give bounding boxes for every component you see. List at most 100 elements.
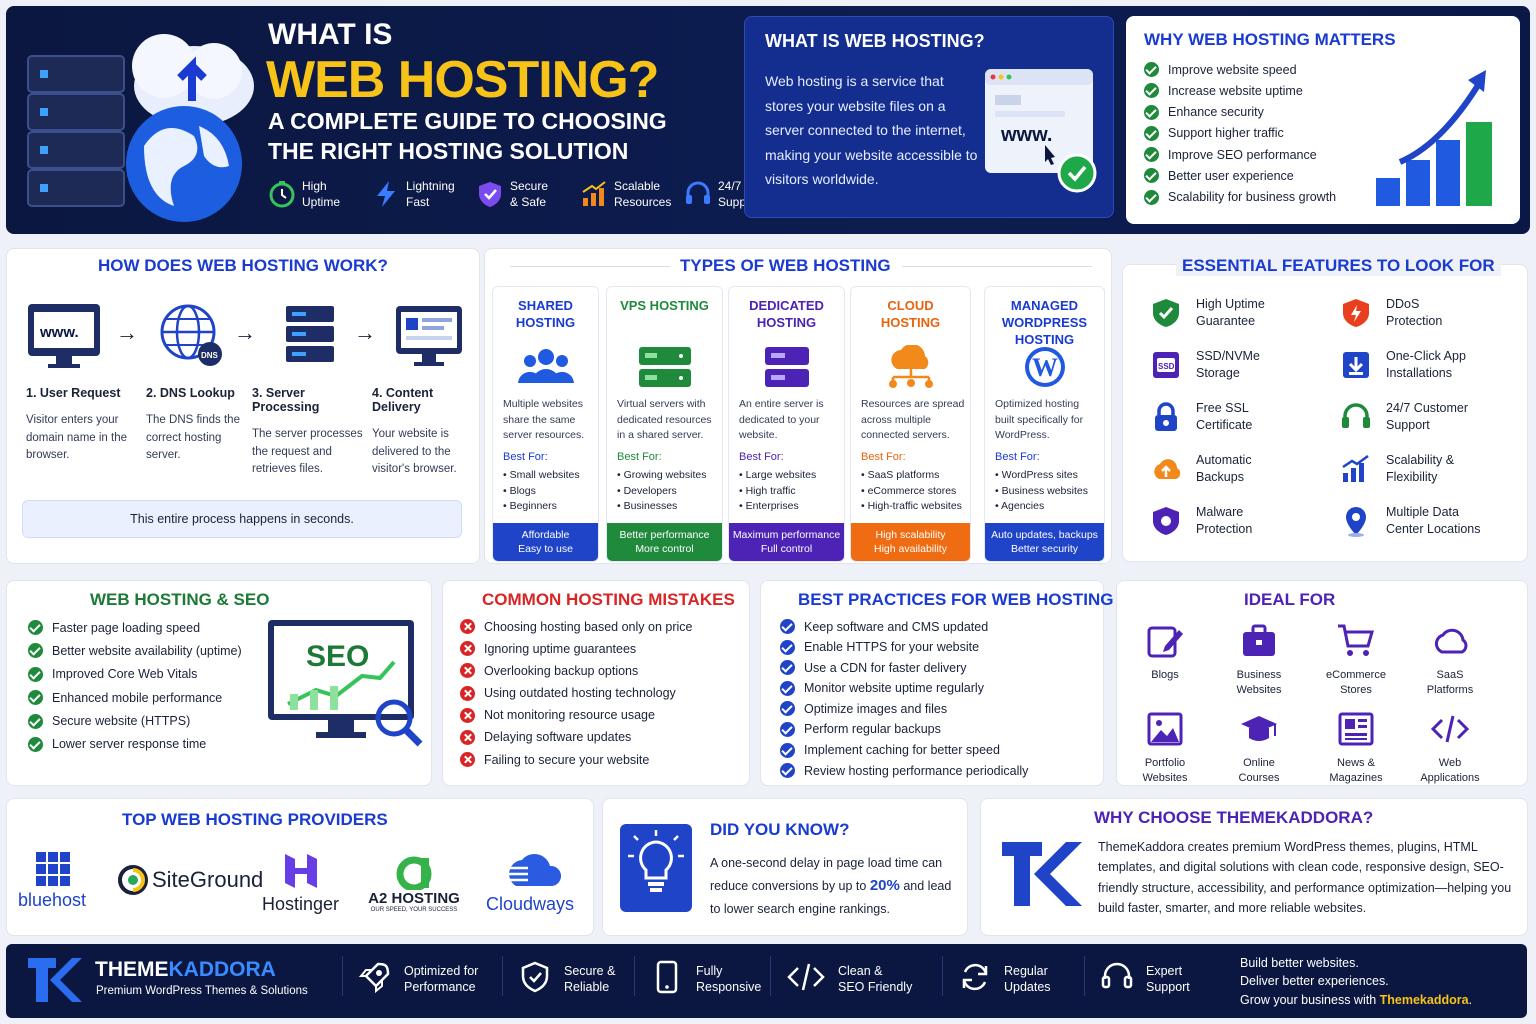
providers-card bbox=[6, 798, 594, 936]
footer-cta: Build better websites. Deliver better ex… bbox=[1240, 956, 1473, 1007]
code-icon bbox=[786, 960, 826, 999]
svg-text:www.: www. bbox=[39, 324, 79, 341]
provider-a2hosting[interactable]: A2 HOSTING OUR SPEED, YOUR SUCCESS bbox=[366, 852, 462, 913]
content-monitor-icon bbox=[396, 306, 462, 366]
check-icon bbox=[1144, 168, 1159, 184]
svg-text:DNS: DNS bbox=[201, 351, 219, 360]
cloudways-logo-icon bbox=[500, 853, 562, 886]
footer-divider bbox=[1084, 956, 1085, 996]
check-icon bbox=[780, 680, 795, 696]
provider-hostinger[interactable]: Hostinger bbox=[262, 852, 339, 915]
list-item: Overlooking backup options bbox=[460, 663, 692, 679]
list-item: Faster page loading speed bbox=[28, 620, 242, 635]
list-item: Choosing hosting based only on price bbox=[460, 619, 692, 634]
www-monitor-icon: www. bbox=[28, 304, 100, 368]
feature-item: Scalability &Flexibility bbox=[1340, 452, 1454, 486]
why-matters-title: WHY WEB HOSTING MATTERS bbox=[1144, 30, 1396, 49]
title-divider-left bbox=[510, 266, 670, 267]
what-is-title: WHAT IS WEB HOSTING? bbox=[765, 31, 985, 51]
list-item: Improved Core Web Vitals bbox=[28, 666, 242, 682]
dedicated-server-icon bbox=[729, 345, 844, 394]
features-title: ESSENTIAL FEATURES TO LOOK FOR bbox=[1176, 256, 1501, 276]
why-matters-box: WHY WEB HOSTING MATTERS Improve website … bbox=[1126, 16, 1520, 224]
why-choose-card bbox=[980, 798, 1528, 936]
x-mark-icon bbox=[460, 729, 475, 745]
rocket-icon bbox=[358, 960, 392, 999]
mistakes-title: COMMON HOSTING MISTAKES bbox=[482, 590, 735, 609]
list-item: Failing to secure your website bbox=[460, 752, 692, 768]
cloud-network-icon bbox=[851, 343, 970, 394]
check-icon bbox=[1144, 147, 1159, 163]
hero-subtitle-line2: THE RIGHT HOSTING SOLUTION bbox=[268, 138, 629, 164]
seo-title: WEB HOSTING & SEO bbox=[90, 590, 270, 609]
themekaddora-logo-icon bbox=[1002, 842, 1082, 906]
download-icon bbox=[1340, 349, 1372, 381]
x-mark-icon bbox=[460, 663, 475, 679]
title-divider-right bbox=[902, 266, 1092, 267]
list-item: Use a CDN for faster delivery bbox=[780, 660, 1028, 676]
why-choose-title: WHY CHOOSE THEMEKADDORA? bbox=[1094, 808, 1374, 827]
how-it-works-title: HOW DOES WEB HOSTING WORK? bbox=[98, 256, 388, 275]
bluehost-logo-icon bbox=[36, 852, 70, 886]
blog-edit-icon bbox=[1125, 622, 1205, 660]
headset-icon bbox=[1340, 401, 1372, 433]
footer-divider bbox=[342, 956, 343, 996]
ideal-item: Blogs bbox=[1125, 622, 1205, 683]
siteground-logo-icon bbox=[118, 865, 148, 895]
wordpress-icon: W bbox=[985, 345, 1104, 394]
lightning-icon bbox=[377, 181, 395, 207]
footer-feature: Clean &SEO Friendly bbox=[770, 956, 912, 999]
vps-server-icon bbox=[607, 345, 722, 394]
hero-subtitle: A COMPLETE GUIDE TO CHOOSING THE RIGHT H… bbox=[268, 106, 668, 166]
list-item: Improve SEO performance bbox=[1144, 147, 1336, 163]
types-title: TYPES OF WEB HOSTING bbox=[680, 256, 891, 275]
check-icon bbox=[28, 736, 43, 752]
arrow-icon: → bbox=[234, 320, 256, 345]
check-icon bbox=[28, 666, 43, 682]
check-icon bbox=[1144, 104, 1159, 120]
check-icon bbox=[28, 690, 43, 706]
list-item: Monitor website uptime regularly bbox=[780, 680, 1028, 696]
headset-icon bbox=[686, 181, 710, 204]
browser-www-icon: www. bbox=[985, 69, 1097, 193]
server-stack-icon bbox=[286, 306, 334, 362]
list-item: Enhanced mobile performance bbox=[28, 690, 242, 706]
ideal-item: News &Magazines bbox=[1316, 710, 1396, 785]
provider-siteground[interactable]: SiteGround bbox=[118, 862, 263, 898]
image-icon bbox=[1125, 710, 1205, 748]
list-item: Increase website uptime bbox=[1144, 83, 1336, 99]
mobile-icon bbox=[650, 960, 684, 999]
a2hosting-logo-icon bbox=[396, 856, 432, 890]
x-mark-icon bbox=[460, 685, 475, 701]
check-icon bbox=[1144, 189, 1159, 205]
stopwatch-icon bbox=[269, 181, 295, 208]
footer-feature: Secure &Reliable bbox=[502, 956, 615, 999]
list-item: Not monitoring resource usage bbox=[460, 707, 692, 723]
provider-bluehost[interactable]: bluehost bbox=[18, 852, 86, 911]
x-mark-icon bbox=[460, 707, 475, 723]
list-item: Secure website (HTTPS) bbox=[28, 713, 242, 729]
list-item: Enable HTTPS for your website bbox=[780, 639, 1028, 655]
users-group-icon bbox=[493, 345, 598, 394]
list-item: Perform regular backups bbox=[780, 721, 1028, 737]
headset-icon bbox=[1100, 960, 1134, 999]
hostinger-logo-icon bbox=[284, 854, 317, 888]
uptime-shield-icon bbox=[1150, 297, 1182, 329]
hero-title-line2: WEB HOSTING? bbox=[266, 51, 659, 109]
footer-divider bbox=[634, 956, 635, 996]
provider-cloudways[interactable]: Cloudways bbox=[486, 852, 574, 915]
